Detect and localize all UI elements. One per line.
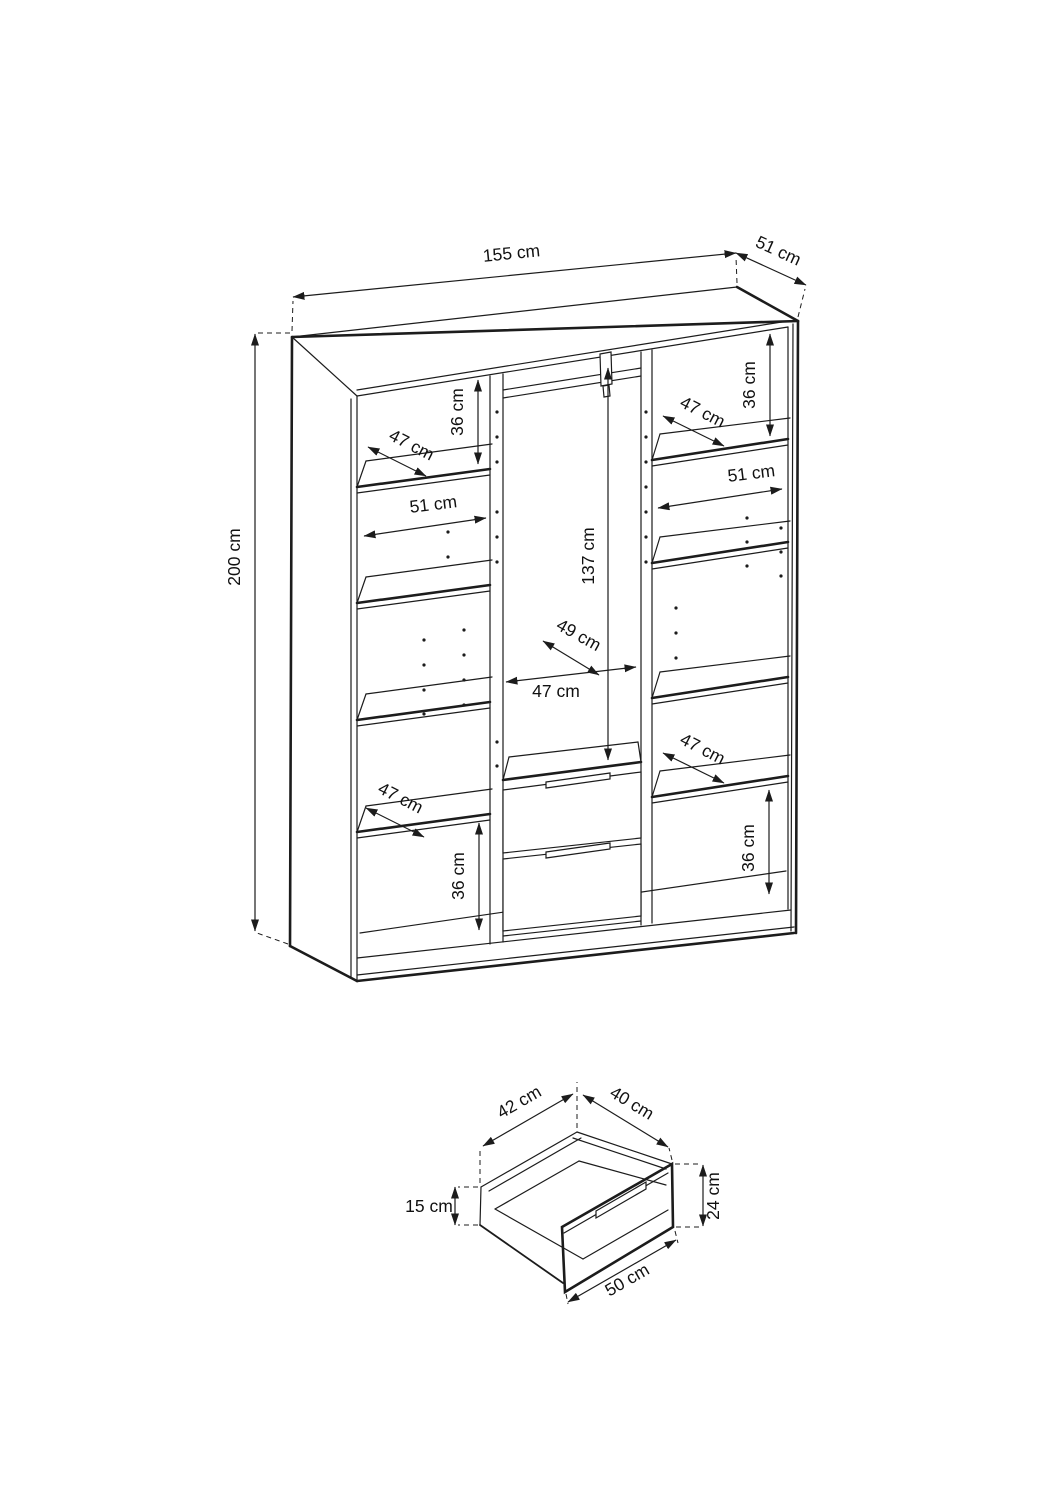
dim-drawer-side-height: 15 cm — [405, 1196, 453, 1216]
dim-left-top-gap: 36 cm — [447, 388, 467, 436]
dim-drawer-front-height: 24 cm — [703, 1172, 723, 1220]
wardrobe-shelves-left — [355, 443, 493, 839]
dim-left-top-shelf-depth: 47 cm — [386, 425, 438, 464]
dim-right-top-gap: 36 cm — [739, 361, 759, 409]
dim-center-hanging-width: 47 cm — [532, 681, 580, 701]
dim-overall-height: 200 cm — [224, 528, 244, 585]
shelf-pin-holes — [422, 410, 783, 768]
dim-right-shelf-width: 51 cm — [726, 460, 776, 486]
drawer-handle — [545, 772, 611, 789]
dim-right-bottom-shelf-depth: 47 cm — [677, 729, 729, 768]
dim-right-top-shelf-depth: 47 cm — [677, 392, 729, 431]
dim-left-bottom-gap: 36 cm — [448, 852, 468, 900]
hanging-rail — [502, 351, 642, 399]
drawer-detail-drawing: 42 cm 40 cm 15 cm 24 cm 50 cm — [405, 1081, 723, 1305]
dim-left-shelf-width: 51 cm — [408, 491, 458, 517]
drawer-handle — [545, 842, 611, 859]
dim-overall-width: 155 cm — [482, 240, 541, 266]
dim-drawer-top-width: 42 cm — [493, 1081, 544, 1122]
dim-drawer-top-depth: 40 cm — [607, 1082, 658, 1124]
dim-left-bottom-shelf-depth: 47 cm — [375, 778, 427, 817]
dim-center-hanging-height: 137 cm — [578, 527, 598, 584]
drawer-fronts — [501, 741, 643, 937]
drawer-handle — [595, 1180, 647, 1220]
dim-center-hanging-depth: 49 cm — [553, 614, 604, 655]
dim-right-bottom-gap: 36 cm — [738, 824, 758, 872]
